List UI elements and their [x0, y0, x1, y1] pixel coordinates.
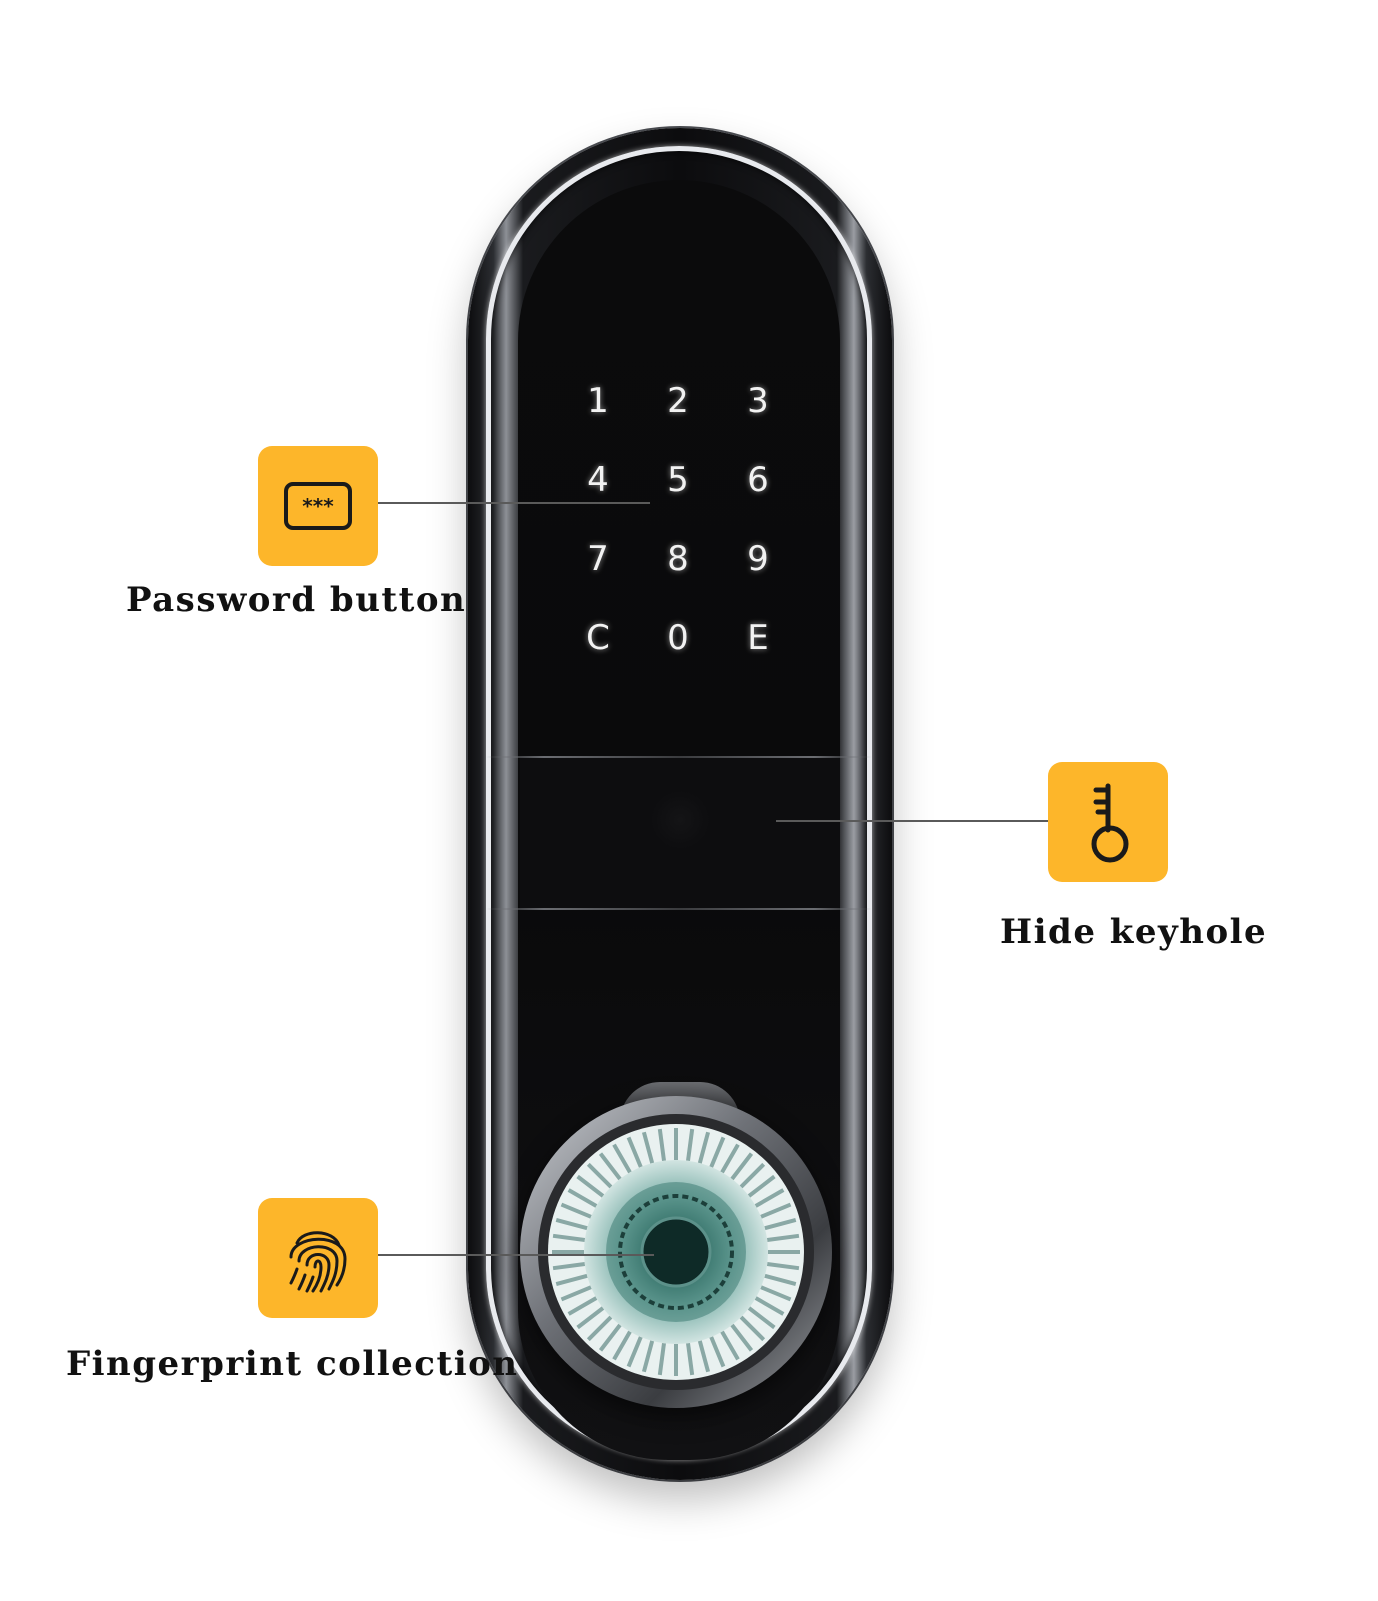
- keypad: 1 2 3 4 5 6 7 8 9 C 0 E: [558, 362, 798, 678]
- key-7[interactable]: 7: [587, 539, 609, 579]
- key-9[interactable]: 9: [747, 539, 769, 579]
- key-clear[interactable]: C: [586, 618, 610, 658]
- led-ray: [754, 1296, 785, 1316]
- keyhole-leader-line: [776, 820, 1048, 822]
- led-ray: [754, 1188, 785, 1208]
- led-ray: [641, 1131, 655, 1164]
- fingerprint-leader-line: [378, 1254, 654, 1256]
- led-ray: [709, 1336, 726, 1368]
- led-ray: [612, 1143, 632, 1174]
- led-ray: [686, 1342, 695, 1376]
- svg-text:***: ***: [302, 494, 334, 518]
- led-ray: [560, 1202, 592, 1219]
- key-0[interactable]: 0: [667, 618, 689, 658]
- fingerprint-sensor[interactable]: [544, 1120, 808, 1384]
- keyhole-cover-seam-bottom: [486, 908, 872, 910]
- led-ray: [598, 1323, 622, 1352]
- led-ray: [612, 1330, 632, 1361]
- sensor-pad[interactable]: [642, 1218, 710, 1286]
- led-ray: [747, 1306, 776, 1330]
- keyhole-indicator: [650, 790, 710, 850]
- led-ray: [764, 1273, 797, 1287]
- keyhole-cover-seam-top: [486, 756, 872, 758]
- led-ray: [730, 1323, 754, 1352]
- led-rays: [552, 1128, 800, 1376]
- led-ray: [586, 1315, 613, 1342]
- led-ray: [576, 1306, 605, 1330]
- led-ray: [552, 1233, 586, 1242]
- led-ray: [686, 1128, 695, 1162]
- led-ray: [766, 1233, 800, 1242]
- key-icon: [1091, 783, 1129, 863]
- led-ray: [555, 1217, 588, 1231]
- led-ray: [567, 1296, 598, 1316]
- led-ray: [730, 1152, 754, 1181]
- led-ray: [555, 1273, 588, 1287]
- led-ray: [739, 1315, 766, 1342]
- led-ray: [760, 1202, 792, 1219]
- fingerprint-callout-badge: [258, 1198, 378, 1318]
- led-ray: [760, 1285, 792, 1302]
- key-3[interactable]: 3: [747, 381, 769, 421]
- led-ray: [764, 1217, 797, 1231]
- led-ray: [657, 1342, 666, 1376]
- led-ray: [720, 1330, 740, 1361]
- led-ray: [576, 1174, 605, 1198]
- led-ray: [697, 1340, 711, 1373]
- led-ray: [657, 1128, 666, 1162]
- led-ray: [560, 1285, 592, 1302]
- led-ray: [766, 1262, 800, 1271]
- led-ray: [552, 1262, 586, 1271]
- led-ray: [747, 1174, 776, 1198]
- fingerprint-icon: [289, 1231, 347, 1293]
- led-ray: [586, 1162, 613, 1189]
- password-label: Password button: [126, 580, 467, 620]
- led-ray: [697, 1131, 711, 1164]
- keyhole-label: Hide keyhole: [1000, 912, 1268, 952]
- led-ray: [709, 1136, 726, 1168]
- led-ray: [739, 1162, 766, 1189]
- keyhole-callout-badge: [1048, 762, 1168, 882]
- fingerprint-label: Fingerprint collection: [66, 1344, 519, 1384]
- password-leader-line: [378, 502, 650, 504]
- key-6[interactable]: 6: [747, 460, 769, 500]
- led-ray: [598, 1152, 622, 1181]
- led-ray: [626, 1336, 643, 1368]
- key-8[interactable]: 8: [667, 539, 689, 579]
- key-2[interactable]: 2: [667, 381, 689, 421]
- key-1[interactable]: 1: [587, 381, 609, 421]
- key-5[interactable]: 5: [667, 460, 689, 500]
- password-callout-badge: ***: [258, 446, 378, 566]
- led-ray: [641, 1340, 655, 1373]
- led-ray: [720, 1143, 740, 1174]
- led-ray: [567, 1188, 598, 1208]
- led-ray: [626, 1136, 643, 1168]
- key-enter[interactable]: E: [747, 618, 769, 658]
- password-dots-icon: ***: [284, 482, 352, 530]
- key-4[interactable]: 4: [587, 460, 609, 500]
